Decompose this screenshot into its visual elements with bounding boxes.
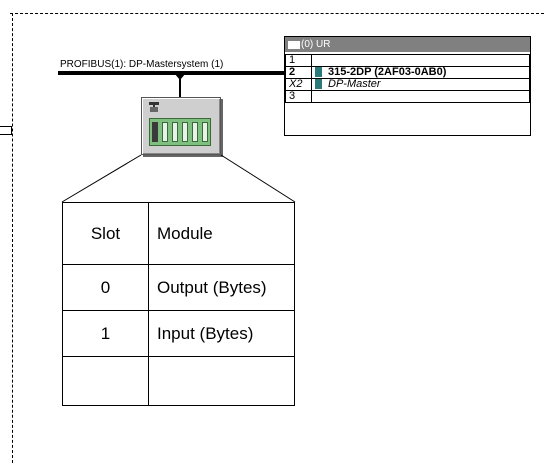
rack-window-title: (0) UR	[301, 39, 331, 50]
table-row[interactable]: 0 Output (Bytes)	[62, 264, 295, 311]
slave-rack-icon	[149, 118, 211, 146]
rack-icon	[288, 41, 300, 49]
rack-module-name	[311, 90, 530, 103]
frame-connector	[0, 126, 12, 135]
profibus-label: PROFIBUS(1): DP-Mastersystem (1)	[60, 59, 224, 70]
column-header-module: Module	[148, 202, 295, 265]
slave-station-icon	[149, 102, 159, 112]
dp-master-icon	[315, 79, 322, 90]
module-cell: Input (Bytes)	[148, 310, 295, 357]
rack-row[interactable]: X2 DP-Master	[285, 78, 530, 91]
rack-module-name: 315-2DP (2AF03-0AB0)	[328, 66, 447, 78]
station-frame-top	[10, 13, 544, 14]
station-frame-left	[12, 13, 13, 463]
slave-config-table: Slot Module 0 Output (Bytes) 1 Input (By…	[62, 202, 295, 406]
rack-row[interactable]: 3	[285, 90, 530, 103]
rack-module-name: DP-Master	[328, 78, 381, 90]
column-header-slot: Slot	[62, 202, 149, 265]
slot-cell: 0	[62, 264, 149, 311]
module-cell: Output (Bytes)	[148, 264, 295, 311]
table-header-row: Slot Module	[62, 202, 295, 265]
table-row-empty[interactable]	[62, 356, 295, 406]
table-row[interactable]: 1 Input (Bytes)	[62, 310, 295, 357]
module-cell	[148, 356, 295, 406]
bus-drop-line	[179, 75, 181, 97]
cpu-module-icon	[315, 67, 322, 78]
dp-slave-station[interactable]	[141, 97, 221, 155]
rack-window-titlebar[interactable]: (0) UR	[285, 37, 530, 52]
rack-window[interactable]: (0) UR 1 2 315-2DP (2AF03-0AB0) X2 DP-Ma…	[284, 36, 531, 136]
slot-cell	[62, 356, 149, 406]
slot-cell: 1	[62, 310, 149, 357]
rack-slot-table: 1 2 315-2DP (2AF03-0AB0) X2 DP-Master 3	[285, 54, 530, 103]
